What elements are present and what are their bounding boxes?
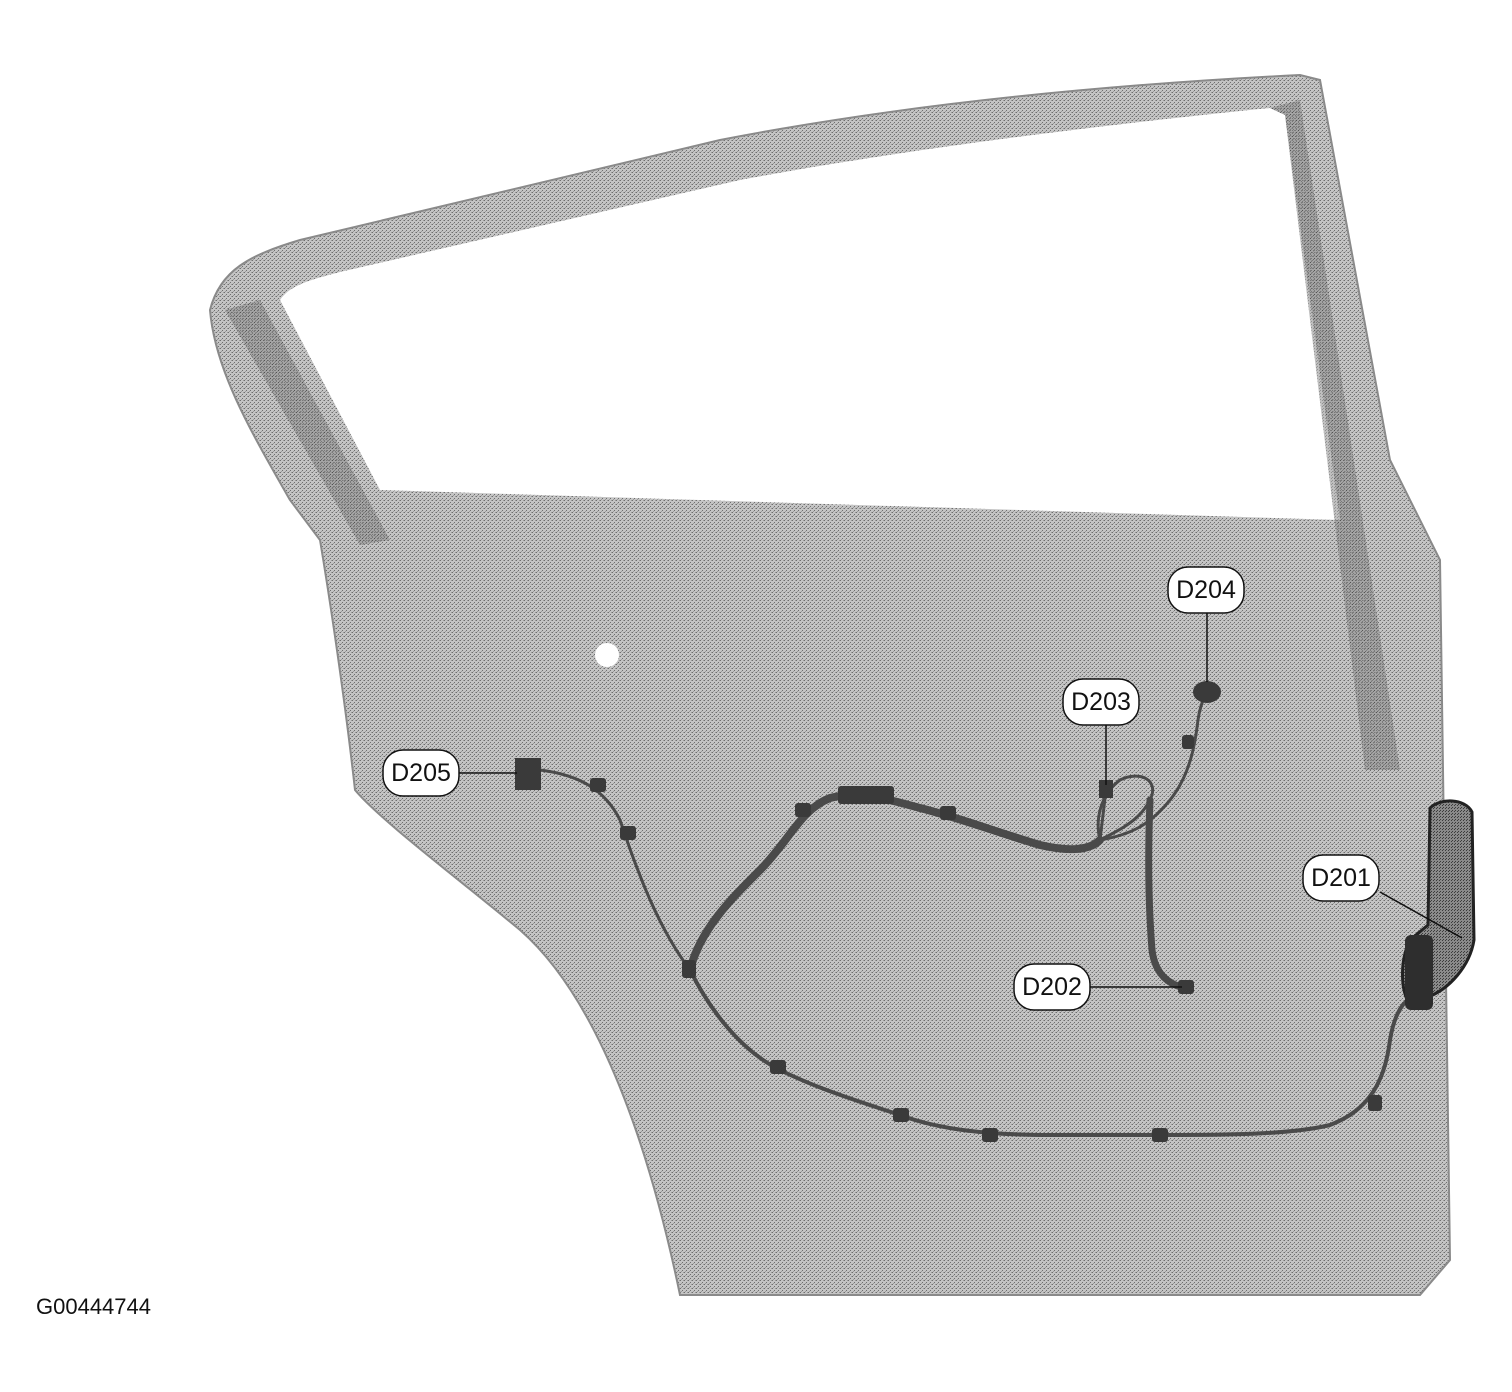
callout-d205: D205 xyxy=(382,749,460,797)
connector-d204 xyxy=(1193,681,1221,703)
connector-d203 xyxy=(1099,780,1113,798)
callout-d203: D203 xyxy=(1062,678,1140,726)
callout-label: D203 xyxy=(1071,688,1131,716)
callout-d202: D202 xyxy=(1013,963,1091,1011)
callout-d201: D201 xyxy=(1302,854,1380,902)
callout-d204: D204 xyxy=(1167,566,1245,614)
callout-label: D205 xyxy=(391,759,451,787)
figure-id: G00444744 xyxy=(36,1294,151,1319)
window-channel-front xyxy=(225,300,390,545)
harness-clips xyxy=(590,735,1382,1142)
connector-d202 xyxy=(1178,980,1194,994)
callout-leaders xyxy=(456,609,1463,988)
window-opening xyxy=(280,108,1340,520)
window-channel-rear xyxy=(1270,100,1400,770)
connector-block xyxy=(838,786,894,804)
callout-label: D201 xyxy=(1311,864,1371,892)
callout-label: D202 xyxy=(1022,973,1082,1001)
door-latch-body xyxy=(1405,935,1433,1010)
panel-hole xyxy=(595,643,619,667)
callout-label: D204 xyxy=(1176,576,1236,604)
connector-d205 xyxy=(515,758,541,790)
